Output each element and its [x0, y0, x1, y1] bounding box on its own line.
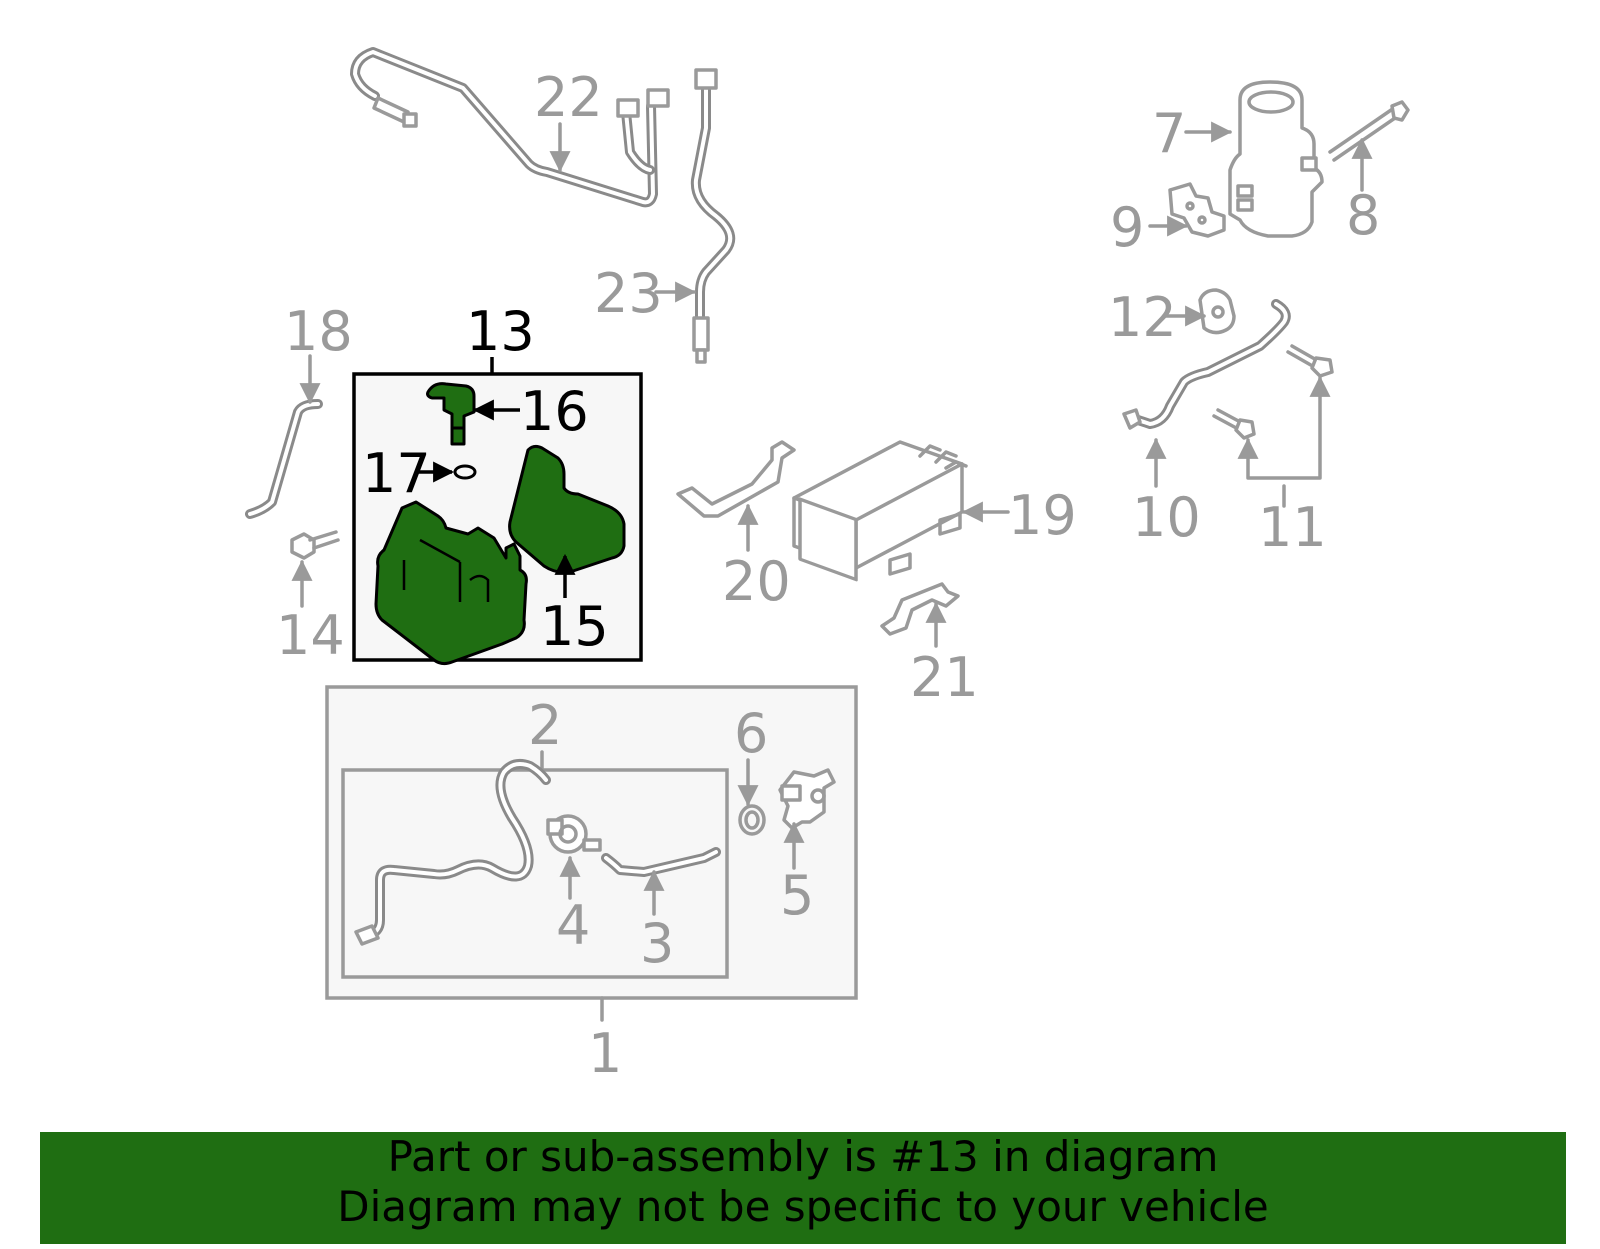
part-23-sensor[interactable] — [690, 68, 736, 364]
label-15[interactable]: 15 — [540, 595, 609, 658]
label-1[interactable]: 1 — [588, 1022, 622, 1085]
housing-detail — [402, 538, 490, 602]
part-10-pipe[interactable] — [1122, 299, 1291, 430]
label-10[interactable]: 10 — [1132, 486, 1201, 549]
label-20[interactable]: 20 — [722, 550, 791, 613]
part-5-solenoid[interactable] — [778, 768, 836, 830]
label-16[interactable]: 16 — [520, 380, 589, 443]
label-9[interactable]: 9 — [1110, 196, 1144, 259]
part-7-egr-valve[interactable] — [1228, 80, 1324, 238]
part-22-harness[interactable] — [350, 47, 670, 208]
part-8-bolt[interactable] — [1328, 100, 1410, 162]
part-2-hose[interactable] — [354, 759, 551, 946]
label-17[interactable]: 17 — [362, 442, 431, 505]
label-2[interactable]: 2 — [528, 694, 562, 757]
banner-line-1: Part or sub-assembly is #13 in diagram — [387, 1132, 1219, 1181]
label-19[interactable]: 19 — [1008, 484, 1077, 547]
banner-line-2: Diagram may not be specific to your vehi… — [337, 1182, 1269, 1231]
info-banner: Part or sub-assembly is #13 in diagram D… — [40, 1132, 1566, 1244]
label-13[interactable]: 13 — [466, 300, 535, 363]
part-20-bracket[interactable] — [676, 440, 796, 518]
label-5[interactable]: 5 — [780, 864, 814, 927]
label-14[interactable]: 14 — [276, 604, 345, 667]
label-22[interactable]: 22 — [534, 66, 603, 129]
part-12-gasket[interactable] — [1198, 288, 1236, 335]
label-23[interactable]: 23 — [594, 262, 663, 325]
part-19-canister[interactable] — [792, 440, 968, 582]
label-3[interactable]: 3 — [640, 912, 674, 975]
label-12[interactable]: 12 — [1108, 286, 1177, 349]
label-21[interactable]: 21 — [910, 646, 979, 709]
label-18[interactable]: 18 — [284, 300, 353, 363]
label-11[interactable]: 11 — [1258, 496, 1327, 559]
label-7[interactable]: 7 — [1152, 102, 1186, 165]
leader-11 — [1246, 380, 1322, 508]
part-14-bolt[interactable] — [290, 530, 340, 560]
part-11-bolts[interactable] — [1212, 344, 1334, 440]
part-21-bracket[interactable] — [880, 582, 960, 636]
part-4-valve[interactable] — [546, 814, 602, 854]
part-17-o-ring[interactable] — [453, 464, 477, 480]
part-16-valve[interactable] — [426, 382, 476, 446]
label-8[interactable]: 8 — [1346, 184, 1380, 247]
part-9-gasket[interactable] — [1168, 182, 1226, 238]
label-4[interactable]: 4 — [556, 894, 590, 957]
label-6[interactable]: 6 — [734, 702, 768, 765]
part-13-housing[interactable] — [374, 500, 528, 666]
part-3-hose[interactable] — [601, 847, 721, 877]
part-15-cover[interactable] — [508, 444, 626, 574]
